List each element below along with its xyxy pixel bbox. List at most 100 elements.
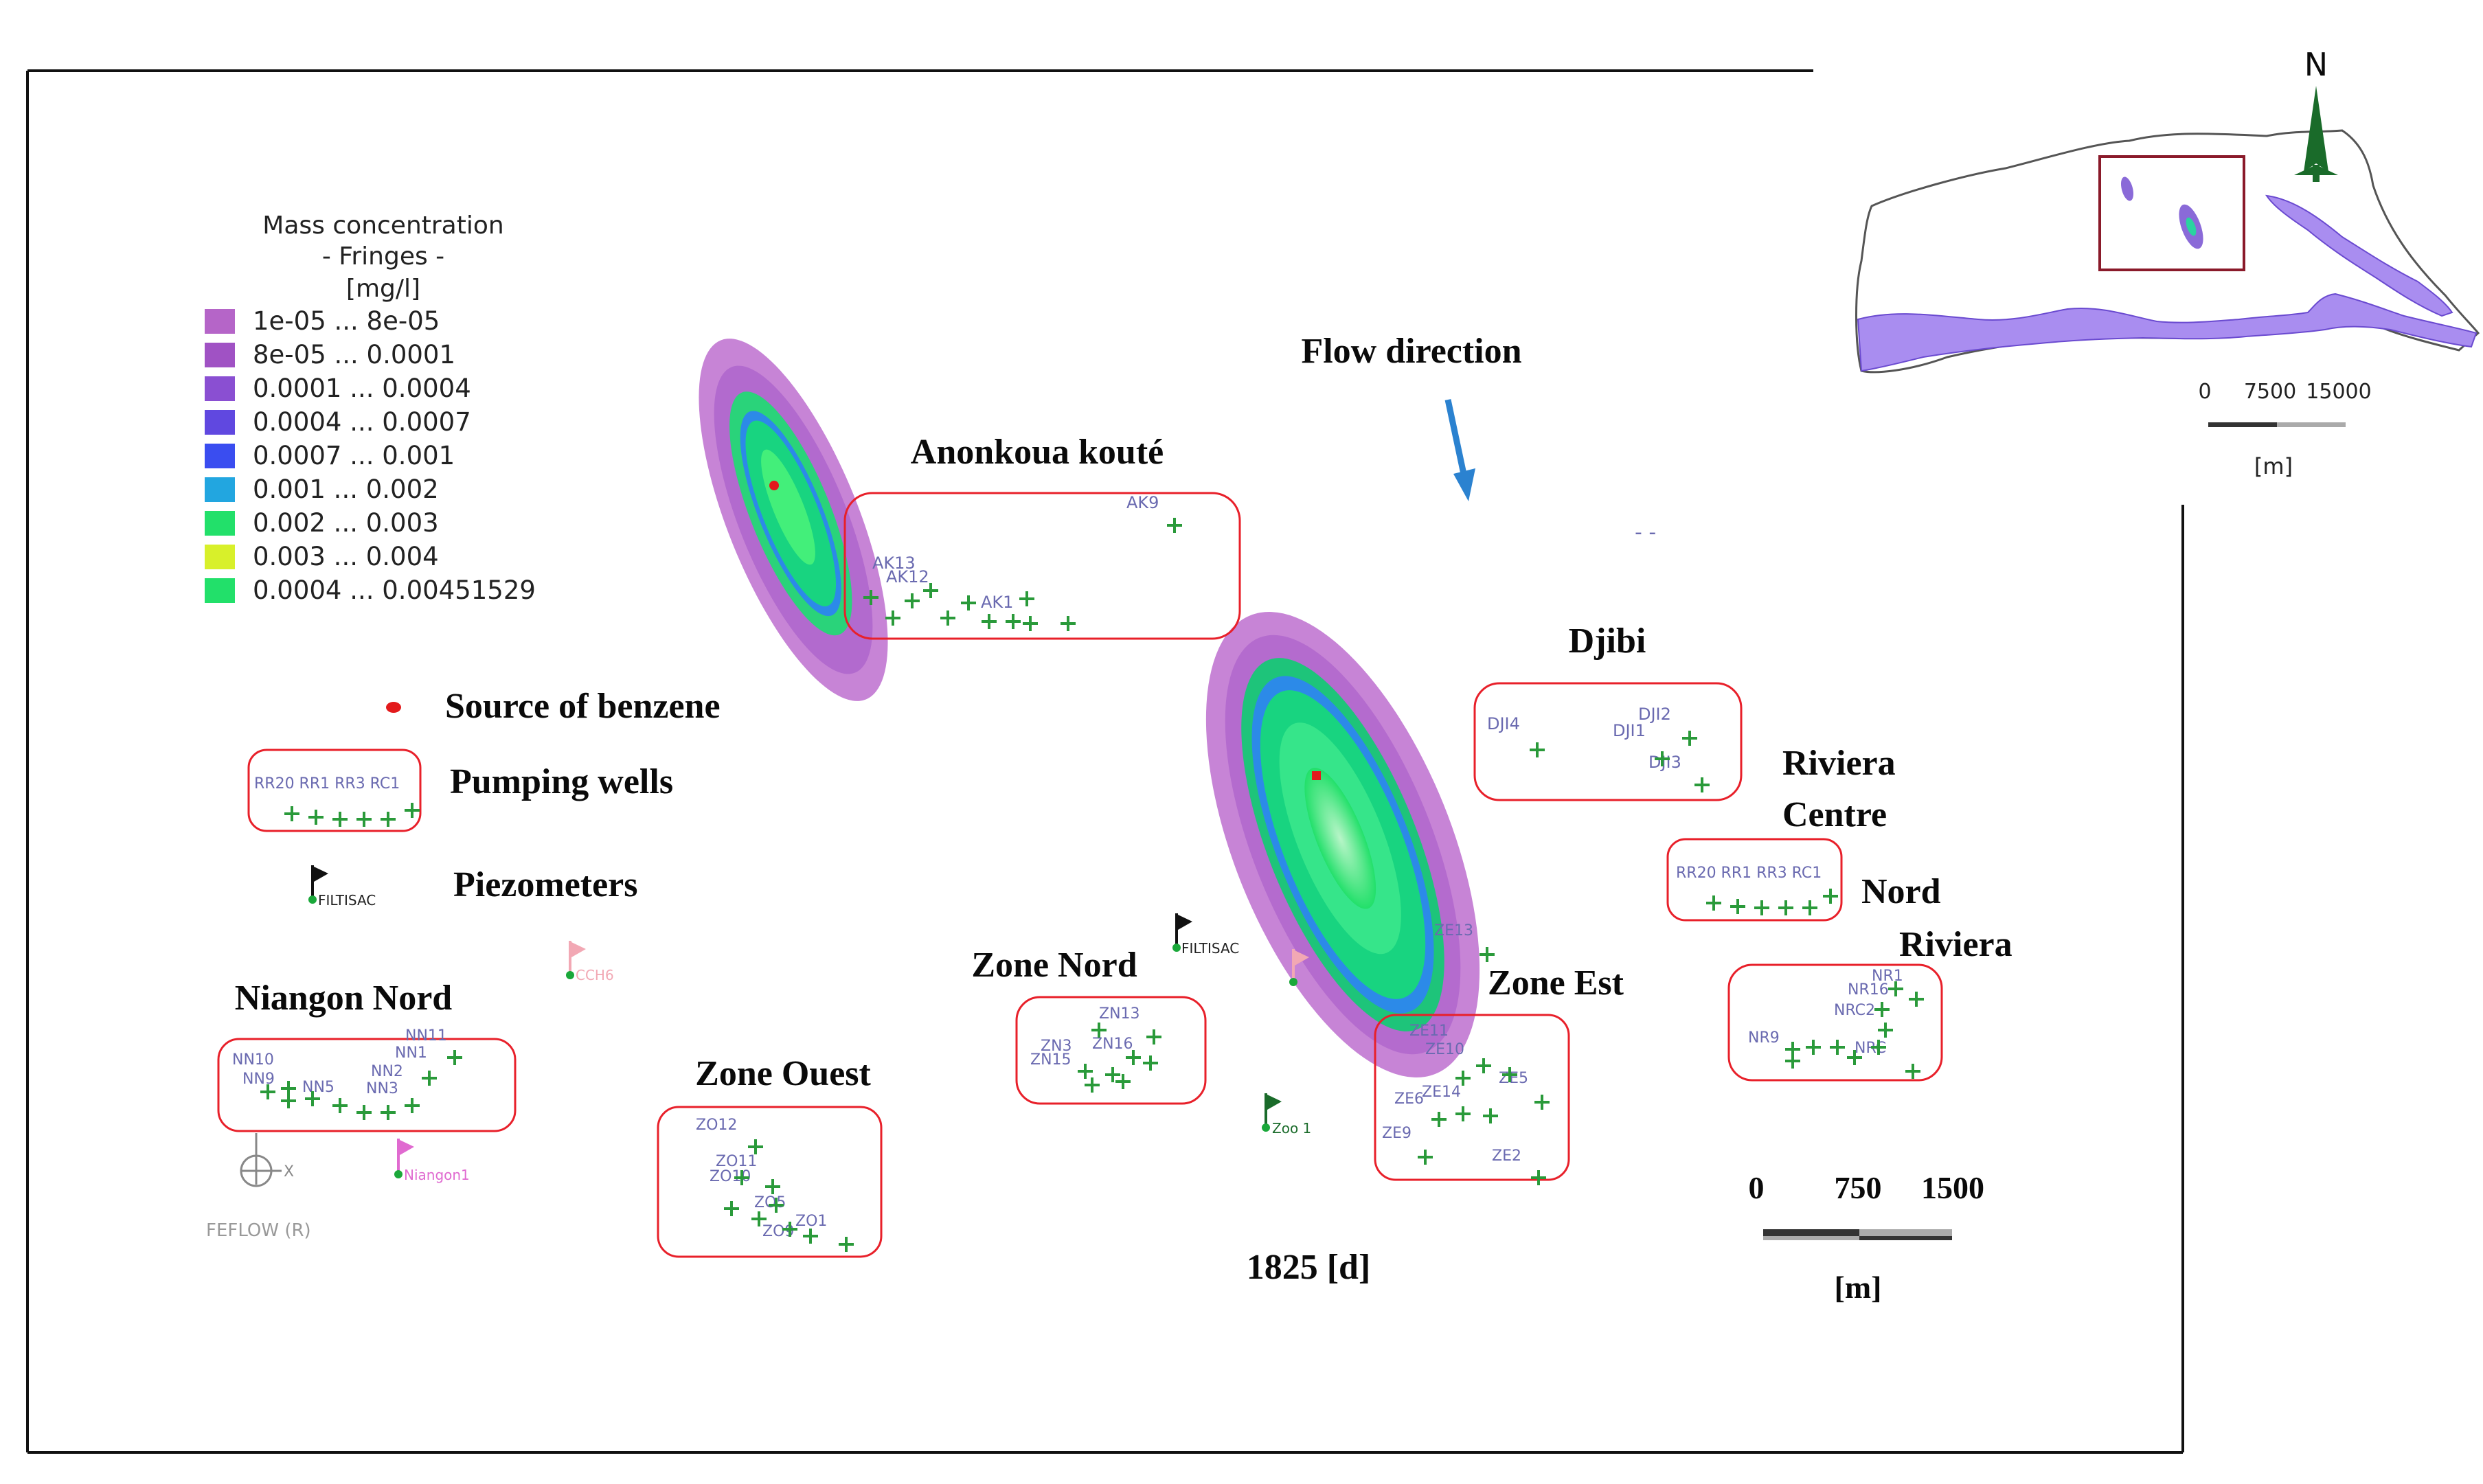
- plume-west: [699, 339, 888, 701]
- well-label: NN9: [242, 1071, 275, 1088]
- well-label: ZE5: [1499, 1070, 1528, 1087]
- well-label: NRC2: [1834, 1002, 1875, 1019]
- piezometer-niangon1: Niangon1: [394, 1139, 470, 1183]
- stray-mark: - -: [1635, 521, 1656, 545]
- well-label: DJI1: [1613, 721, 1646, 740]
- zone-nord: Zone Nord ZN13 ZN16 ZN15 ZN3: [971, 946, 1207, 1105]
- well-label: ZE2: [1492, 1148, 1521, 1165]
- zone-est-name: Zone Est: [1488, 963, 1624, 1003]
- source-west-icon: [769, 481, 779, 490]
- legend-label: 0.002 ... 0.003: [253, 508, 439, 538]
- key-pumping-box: [247, 749, 422, 832]
- well-label: NN10: [232, 1051, 274, 1069]
- riviera-centre-wells-text: RR20 RR1 RR3 RC1: [1676, 865, 1822, 882]
- flow-arrow-icon: [1444, 399, 1475, 501]
- well-label: ZO1: [795, 1213, 827, 1230]
- zone-nord-riviera-name-2: Riviera: [1899, 925, 2013, 964]
- zone-riviera-centre-name-2: Centre: [1782, 795, 1887, 834]
- legend-label: 0.003 ... 0.004: [253, 542, 439, 571]
- well-label: ZE9: [1382, 1125, 1411, 1142]
- well-label: ZE10: [1425, 1041, 1464, 1058]
- legend-swatch: [205, 545, 235, 569]
- scale-label: 0: [1749, 1170, 1765, 1205]
- inset-scale-unit: [m]: [2254, 453, 2293, 479]
- well-label: NN1: [395, 1044, 427, 1062]
- inset-lagoon: [1857, 293, 2478, 372]
- well-label: NR9: [1748, 1029, 1780, 1047]
- well-label: ZE13: [1434, 922, 1473, 939]
- zone-niangon-nord-name: Niangon Nord: [235, 979, 452, 1018]
- well-label: AK1: [981, 593, 1013, 612]
- axis-glyph-icon: X: [240, 1133, 294, 1187]
- well-label: ZE11: [1409, 1023, 1449, 1040]
- scale-unit: [m]: [1835, 1270, 1882, 1305]
- piezometer-zoo1: Zoo 1: [1262, 1093, 1311, 1137]
- inset-lagoon-east: [2265, 194, 2453, 317]
- legend-swatch: [205, 376, 235, 401]
- piezometer-unlabeled: [1289, 949, 1309, 986]
- legend-swatch: [205, 309, 235, 334]
- main-scale-bar: 0 750 1500 [m]: [1749, 1170, 1985, 1305]
- well-label: ZN3: [1041, 1038, 1072, 1055]
- key-piezometer-name: FILTISAC: [318, 892, 376, 909]
- well-label: AK9: [1126, 493, 1159, 512]
- zone-ouest-name: Zone Ouest: [695, 1054, 871, 1093]
- well-label: NN5: [302, 1079, 335, 1096]
- zone-riviera-centre: Riviera Centre RR20 RR1 RR3 RC1: [1666, 744, 1896, 922]
- key-piezometers-label: Piezometers: [453, 865, 637, 904]
- key-source-label: Source of benzene: [445, 687, 721, 726]
- scale-label: 1500: [1921, 1170, 1984, 1205]
- well-label: ZN15: [1030, 1051, 1072, 1069]
- legend-unit: [mg/l]: [346, 275, 420, 303]
- well-label: NR1: [1872, 968, 1903, 985]
- well-label: ZO11: [716, 1153, 757, 1170]
- well-label: DJI3: [1648, 753, 1681, 772]
- software-label: FEFLOW (R): [206, 1220, 311, 1241]
- inset-scale-label: 7500: [2244, 380, 2296, 404]
- zone-nord-name: Zone Nord: [971, 946, 1137, 985]
- map-key: Source of benzene RR20 RR1 RR3 RC1 Pumpi…: [247, 687, 721, 909]
- niangon-nord-well-crosses: [259, 1049, 464, 1121]
- legend-label: 0.0001 ... 0.0004: [253, 374, 471, 403]
- concentration-legend: Mass concentration - Fringes - [mg/l] 1e…: [205, 212, 536, 605]
- key-pumping-wells-text: RR20 RR1 RR3 RC1: [254, 775, 400, 792]
- well-label: DJI2: [1638, 705, 1671, 724]
- map-frame: [26, 69, 2184, 1454]
- well-label: ZE14: [1422, 1084, 1461, 1101]
- key-pumping-label: Pumping wells: [450, 762, 673, 801]
- well-label: AK12: [886, 567, 929, 586]
- zone-nord-riviera-name-1: Nord: [1861, 872, 1941, 911]
- riviera-centre-well-crosses: [1705, 887, 1839, 917]
- legend-swatch: [205, 410, 235, 435]
- inset-study-area-box: [2098, 155, 2245, 271]
- zone-nord-riviera: Nord Riviera NR1 NR16 NR9 NRC2 NRC: [1727, 872, 2013, 1082]
- plume-east: [1205, 612, 1480, 1077]
- well-label: AK13: [872, 553, 916, 573]
- zone-est: Zone Est ZE13 ZE11 ZE10 ZE5 ZE6 ZE14 ZE9…: [1374, 922, 1624, 1187]
- well-label: NN3: [366, 1080, 398, 1097]
- inset-scale-label: 15000: [2306, 380, 2371, 404]
- well-label: DJI4: [1487, 714, 1520, 733]
- inset-map: N 0 7500 15000 [m]: [1813, 27, 2483, 501]
- piezometer-label: CCH6: [576, 967, 614, 983]
- legend-label: 0.0004 ... 0.00451529: [253, 575, 536, 605]
- legend-label: 0.001 ... 0.002: [253, 475, 439, 504]
- scale-label: 750: [1835, 1170, 1882, 1205]
- legend-swatch: [205, 444, 235, 468]
- well-label: NN2: [371, 1063, 403, 1080]
- zone-ouest: Zone Ouest ZO12 ZO11 ZO10 ZO5 ZO1 ZO9: [657, 1054, 883, 1258]
- inset-plume-west: [2120, 176, 2134, 201]
- flow-direction-label: Flow direction: [1301, 332, 1521, 371]
- zone-riviera-centre-name-1: Riviera: [1782, 744, 1896, 783]
- legend-title-line1: Mass concentration: [262, 212, 503, 240]
- piezometer-label: Niangon1: [404, 1167, 470, 1183]
- well-label: ZO12: [696, 1117, 737, 1134]
- source-east-icon: [1312, 771, 1321, 780]
- legend-label: 0.0007 ... 0.001: [253, 441, 455, 470]
- well-label: ZN16: [1092, 1036, 1133, 1053]
- key-pumping-crosses: [283, 801, 421, 828]
- well-label: NN11: [405, 1027, 447, 1044]
- zone-anonkoua-name: Anonkoua kouté: [911, 433, 1164, 472]
